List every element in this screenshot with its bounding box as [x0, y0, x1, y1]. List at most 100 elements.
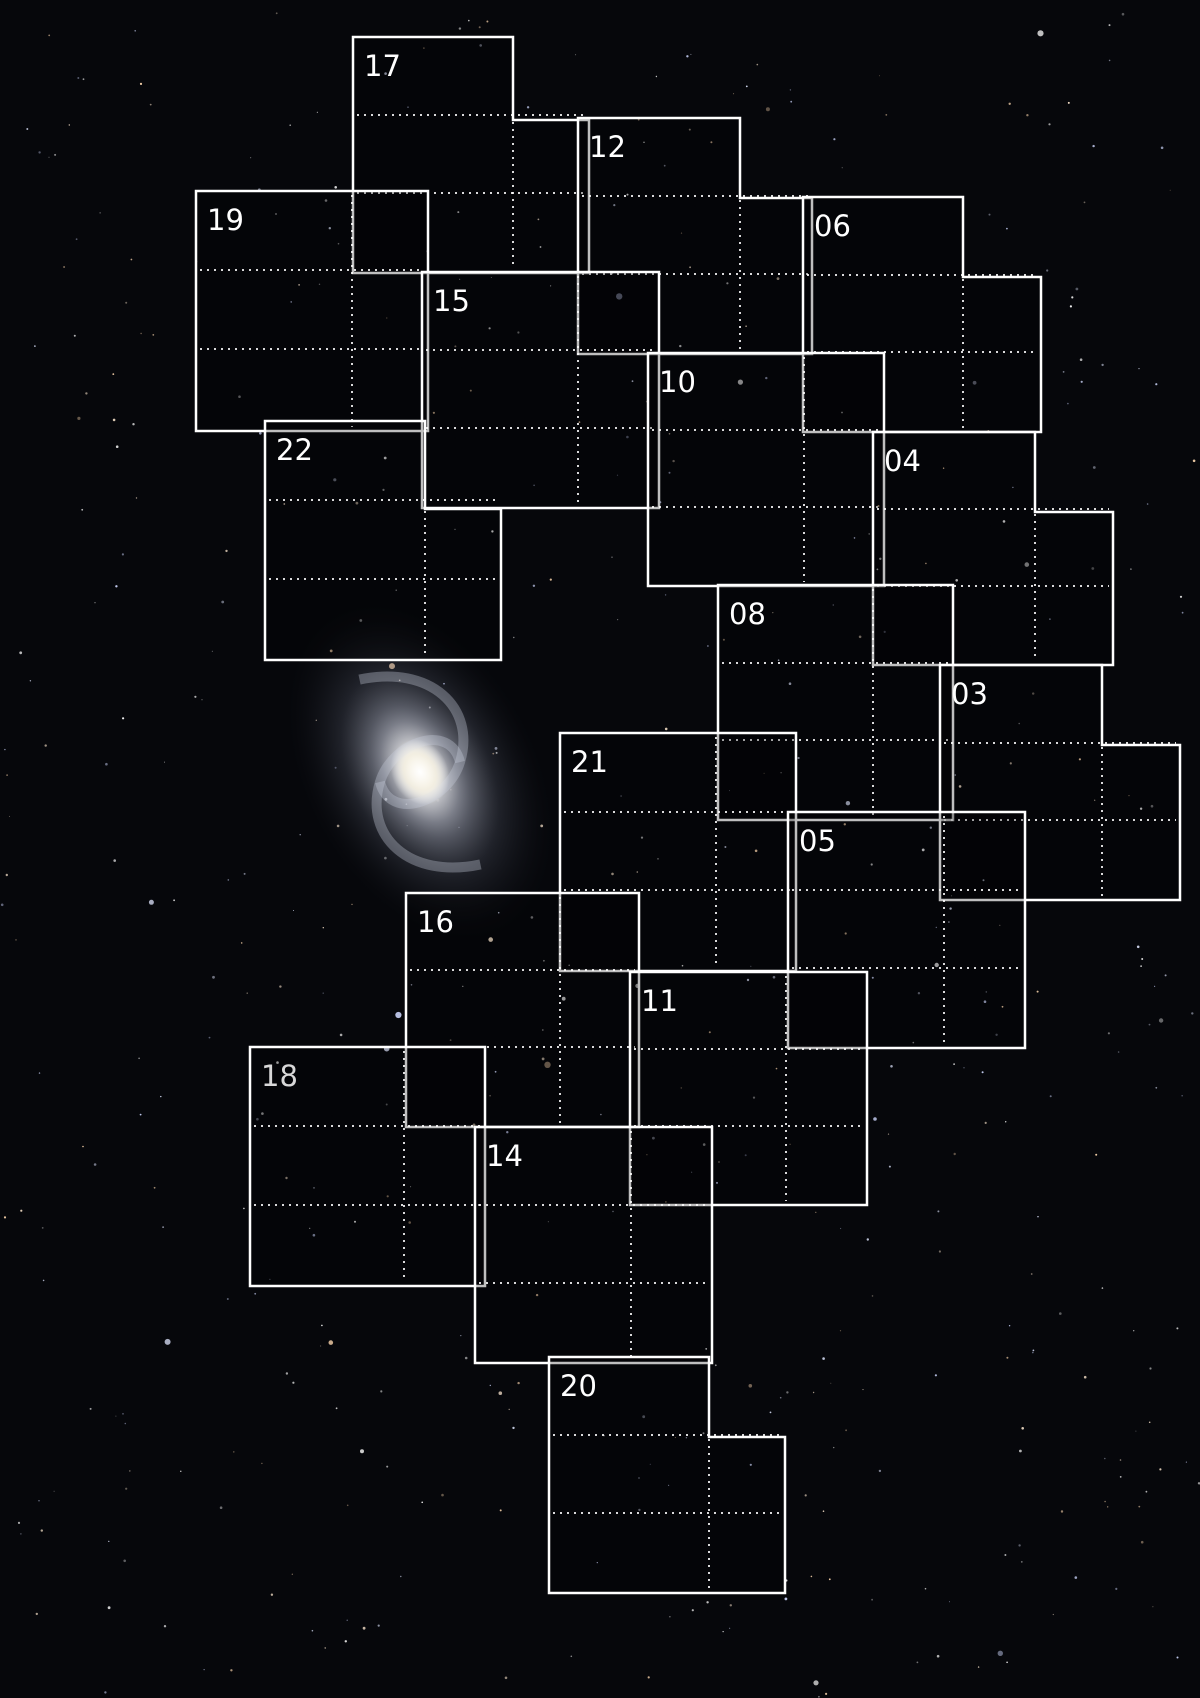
star — [180, 1470, 182, 1473]
star — [140, 332, 142, 335]
star — [316, 111, 318, 113]
star — [948, 921, 950, 923]
star — [916, 1661, 919, 1664]
star — [1037, 1216, 1039, 1218]
star — [324, 199, 328, 202]
star — [508, 1408, 510, 1411]
star — [243, 872, 246, 875]
star — [853, 537, 856, 539]
star — [328, 227, 331, 230]
star — [121, 553, 124, 556]
star — [1192, 459, 1196, 463]
star — [499, 1509, 502, 1512]
star — [724, 846, 727, 848]
star — [293, 910, 294, 911]
star — [457, 211, 460, 214]
star — [1119, 1476, 1122, 1478]
star — [1049, 618, 1051, 620]
star — [1006, 1661, 1008, 1664]
star — [1107, 1506, 1109, 1508]
star — [1005, 1121, 1007, 1123]
star — [1008, 1325, 1011, 1327]
star — [815, 1211, 817, 1213]
star — [674, 1437, 676, 1439]
star — [535, 1293, 539, 1297]
field-label: 14 — [486, 1139, 523, 1173]
star — [469, 389, 472, 392]
field-12: 12 — [576, 116, 814, 356]
star — [488, 327, 491, 330]
star — [772, 975, 776, 979]
star — [681, 964, 684, 967]
star — [1030, 1273, 1033, 1275]
star — [328, 1340, 334, 1345]
star — [1135, 1430, 1137, 1432]
star — [360, 1449, 364, 1454]
star — [250, 157, 252, 159]
star — [5, 873, 8, 877]
star — [1117, 1051, 1120, 1053]
field-label: 12 — [589, 130, 626, 164]
star — [386, 1465, 389, 1468]
star — [490, 277, 492, 278]
star — [954, 774, 957, 776]
star — [124, 1422, 127, 1425]
star — [765, 107, 770, 112]
star — [201, 699, 203, 701]
star — [929, 826, 932, 829]
star — [611, 273, 614, 275]
star — [125, 301, 128, 304]
star — [1164, 974, 1167, 977]
star — [94, 602, 96, 604]
star — [68, 124, 71, 126]
star — [876, 568, 879, 571]
star — [777, 659, 780, 661]
star — [873, 1117, 877, 1121]
star — [680, 1087, 683, 1089]
star — [533, 484, 535, 487]
star — [1130, 568, 1132, 570]
star — [642, 1415, 646, 1419]
star — [138, 1057, 140, 1060]
star — [950, 895, 953, 897]
star — [549, 578, 552, 581]
star — [756, 63, 759, 66]
star — [211, 650, 213, 652]
star — [458, 27, 462, 30]
star — [115, 1415, 117, 1417]
star — [513, 636, 515, 639]
star — [745, 85, 748, 88]
star — [754, 849, 758, 853]
star — [870, 863, 873, 866]
star — [1101, 1287, 1104, 1289]
star — [539, 246, 542, 248]
star — [410, 1186, 412, 1188]
field-outline — [473, 1125, 714, 1365]
star — [48, 156, 50, 158]
star — [963, 1067, 965, 1069]
star — [1140, 1540, 1144, 1544]
star — [982, 879, 985, 882]
star — [259, 432, 262, 435]
star — [616, 474, 619, 476]
star — [988, 213, 991, 216]
star — [1092, 466, 1096, 469]
star — [1074, 1576, 1078, 1579]
star — [1067, 402, 1069, 405]
star — [1002, 520, 1006, 523]
star — [129, 1470, 131, 1472]
field-label: 18 — [261, 1059, 298, 1093]
star — [148, 899, 154, 905]
star — [649, 1463, 651, 1465]
star — [924, 1587, 927, 1590]
star — [225, 549, 228, 553]
star — [955, 579, 958, 582]
field-label: 10 — [659, 365, 696, 399]
star — [936, 1654, 940, 1658]
spiral-galaxy — [287, 604, 553, 940]
star — [321, 1324, 323, 1327]
star — [839, 1330, 842, 1332]
field-label: 22 — [276, 433, 313, 467]
star — [1108, 24, 1111, 27]
star — [631, 380, 634, 383]
